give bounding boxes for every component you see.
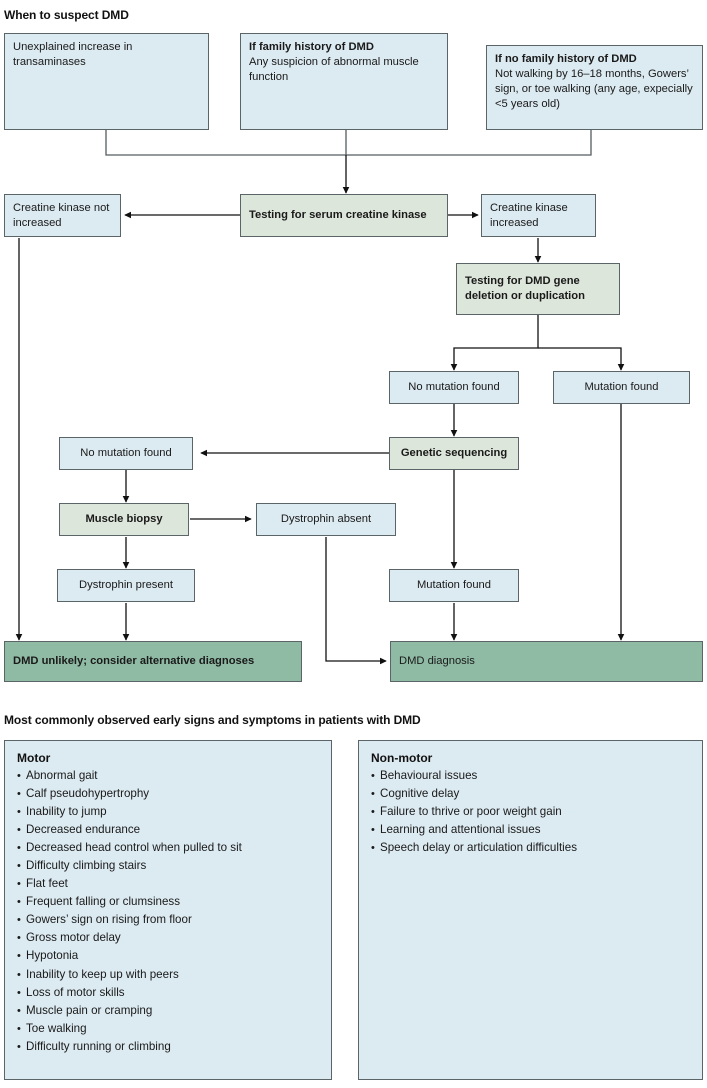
node-family-history[interactable]: If family history of DMD Any suspicion o… (240, 33, 448, 130)
node-label: Mutation found (584, 381, 659, 394)
list-item: Speech delay or articulation difficultie… (371, 839, 690, 857)
list-item: Muscle pain or cramping (17, 1002, 319, 1020)
list-item: Inability to keep up with peers (17, 966, 319, 984)
node-label-title: If no family history of DMD (495, 53, 637, 65)
list-item: Decreased head control when pulled to si… (17, 839, 319, 857)
list-item: Behavioural issues (371, 767, 690, 785)
node-label: Testing for DMD gene deletion or duplica… (465, 275, 585, 302)
node-label: Creatine kinase not increased (13, 201, 110, 229)
panel-non-motor-symptoms: Non-motor Behavioural issues Cognitive d… (358, 740, 703, 1080)
list-item: Gowers’ sign on rising from floor (17, 911, 319, 929)
node-no-mutation-found-2[interactable]: No mutation found (59, 437, 193, 470)
node-dmd-gene-testing[interactable]: Testing for DMD gene deletion or duplica… (456, 263, 620, 315)
list-item: Learning and attentional issues (371, 821, 690, 839)
node-label: Muscle biopsy (85, 513, 163, 526)
panel-title-motor: Motor (17, 751, 51, 765)
non-motor-symptom-list: Behavioural issues Cognitive delay Failu… (371, 767, 690, 857)
node-ck-not-increased[interactable]: Creatine kinase not increased (4, 194, 121, 237)
panel-motor-symptoms: Motor Abnormal gait Calf pseudohypertrop… (4, 740, 332, 1080)
node-label: DMD unlikely; consider alternative diagn… (13, 655, 255, 668)
list-item: Hypotonia (17, 947, 319, 965)
node-label: Testing for serum creatine kinase (249, 209, 427, 222)
node-genetic-sequencing[interactable]: Genetic sequencing (389, 437, 519, 470)
list-item: Abnormal gait (17, 767, 319, 785)
motor-symptom-list: Abnormal gait Calf pseudohypertrophy Ina… (17, 767, 319, 1056)
node-label-body: Any suspicion of abnormal muscle functio… (249, 55, 419, 83)
node-dystrophin-present[interactable]: Dystrophin present (57, 569, 195, 602)
node-label: No mutation found (408, 381, 500, 394)
node-dmd-diagnosis[interactable]: DMD diagnosis (390, 641, 703, 682)
node-label: Dystrophin present (79, 579, 173, 592)
section-heading-when-to-suspect: When to suspect DMD (4, 8, 129, 22)
node-dmd-unlikely[interactable]: DMD unlikely; consider alternative diagn… (4, 641, 302, 682)
node-label-title: If family history of DMD (249, 41, 374, 53)
node-label: No mutation found (80, 447, 172, 460)
panel-title-non-motor: Non-motor (371, 751, 433, 765)
node-mutation-found-1[interactable]: Mutation found (553, 371, 690, 404)
node-ck-increased[interactable]: Creatine kinase increased (481, 194, 596, 237)
node-label: Unexplained increase in transaminases (13, 41, 133, 68)
list-item: Calf pseudohypertrophy (17, 785, 319, 803)
list-item: Loss of motor skills (17, 984, 319, 1002)
node-label: DMD diagnosis (399, 655, 475, 668)
list-item: Frequent falling or clumsiness (17, 893, 319, 911)
list-item: Toe walking (17, 1020, 319, 1038)
section-heading-symptoms: Most commonly observed early signs and s… (4, 713, 421, 727)
node-testing-serum-ck[interactable]: Testing for serum creatine kinase (240, 194, 448, 237)
list-item: Decreased endurance (17, 821, 319, 839)
node-label: Mutation found (416, 579, 491, 592)
list-item: Inability to jump (17, 803, 319, 821)
list-item: Difficulty running or climbing (17, 1038, 319, 1056)
node-no-family-history[interactable]: If no family history of DMD Not walking … (486, 45, 703, 130)
node-muscle-biopsy[interactable]: Muscle biopsy (59, 503, 189, 536)
list-item: Failure to thrive or poor weight gain (371, 803, 690, 821)
node-mutation-found-2[interactable]: Mutation found (389, 569, 519, 602)
node-label: Dystrophin absent (280, 513, 372, 526)
list-item: Difficulty climbing stairs (17, 857, 319, 875)
node-label: Genetic sequencing (400, 447, 508, 460)
list-item: Cognitive delay (371, 785, 690, 803)
node-dystrophin-absent[interactable]: Dystrophin absent (256, 503, 396, 536)
list-item: Flat feet (17, 875, 319, 893)
node-unexplained-transaminases[interactable]: Unexplained increase in transaminases (4, 33, 209, 130)
node-label: Creatine kinase increased (490, 201, 568, 229)
node-no-mutation-found-1[interactable]: No mutation found (389, 371, 519, 404)
list-item: Gross motor delay (17, 929, 319, 947)
node-label-body: Not walking by 16–18 months, Gowers’ sig… (495, 67, 693, 110)
